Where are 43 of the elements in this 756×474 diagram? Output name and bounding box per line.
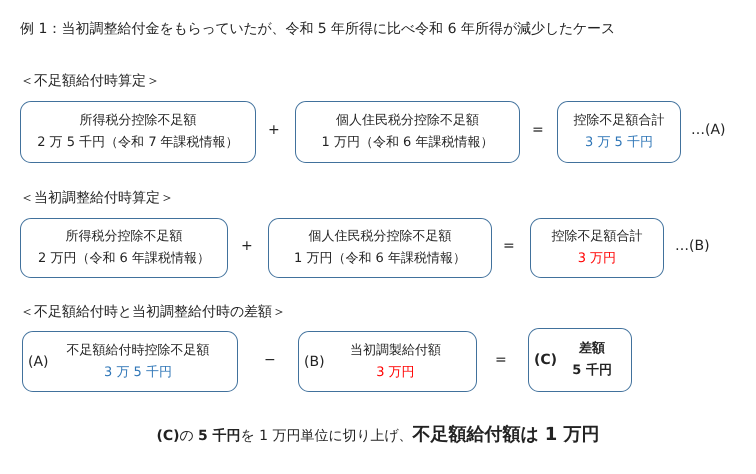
box-heading: 所得税分控除不足額: [66, 228, 182, 246]
amount-text: 1 万円（令和 6 年課税情報）: [322, 134, 494, 152]
plus-sign: +: [241, 238, 253, 254]
rounded-box: [530, 218, 664, 278]
tag-text: (C): [534, 351, 558, 370]
box-heading: 個人住民税分控除不足額: [308, 228, 452, 246]
plus-sign: +: [268, 122, 280, 138]
rounded-box: [22, 331, 238, 392]
rounded-box: [295, 101, 520, 163]
amount-text: 5 千円: [572, 362, 612, 380]
reference-mark: …(A): [691, 122, 726, 138]
box-heading: 差額: [579, 340, 605, 358]
amount-text: 2 万円（令和 6 年課税情報）: [38, 250, 210, 268]
title: 例 1：当初調整給付金をもらっていたが、令和 5 年所得に比べ令和 6 年所得が減少したケース: [20, 20, 615, 38]
equals-sign: =: [495, 352, 507, 368]
section-heading: ＜不足額給付時算定＞: [20, 72, 160, 90]
amount-text: 2 万 5 千円（令和 7 年課税情報）: [37, 134, 239, 152]
rounded-box: [557, 101, 681, 163]
reference-mark: …(B): [675, 238, 710, 254]
box-heading: 控除不足額合計: [574, 112, 664, 130]
tag-text: (B): [304, 352, 325, 372]
box-heading: 個人住民税分控除不足額: [336, 112, 479, 130]
rounded-box: [528, 328, 632, 392]
tag-text: (A): [28, 352, 49, 372]
amount-text: 3 万 5 千円: [104, 364, 172, 382]
box-heading: 控除不足額合計: [552, 228, 642, 246]
minus-sign: −: [264, 352, 276, 368]
rounded-box: [268, 218, 492, 278]
rounded-box: [20, 218, 228, 278]
box-heading: 所得税分控除不足額: [80, 112, 196, 130]
rounded-box: [298, 331, 477, 392]
equals-sign: =: [503, 238, 515, 254]
section-heading: ＜当初調整給付時算定＞: [20, 189, 174, 207]
amount-text: 1 万円（令和 6 年課税情報）: [294, 250, 466, 268]
amount-text: 3 万円: [578, 250, 616, 268]
rounded-box: [20, 101, 256, 163]
conclusion-text: (C)の 5 千円を 1 万円単位に切り上げ、不足額給付額は 1 万円: [155, 423, 601, 446]
section-heading: ＜不足額給付時と当初調整給付時の差額＞: [20, 303, 286, 321]
amount-text: 3 万円: [376, 364, 415, 382]
box-heading: 当初調製給付額: [350, 342, 441, 360]
equals-sign: =: [532, 122, 544, 138]
amount-text: 3 万 5 千円: [585, 134, 653, 152]
box-heading: 不足額給付時控除不足額: [66, 342, 210, 360]
